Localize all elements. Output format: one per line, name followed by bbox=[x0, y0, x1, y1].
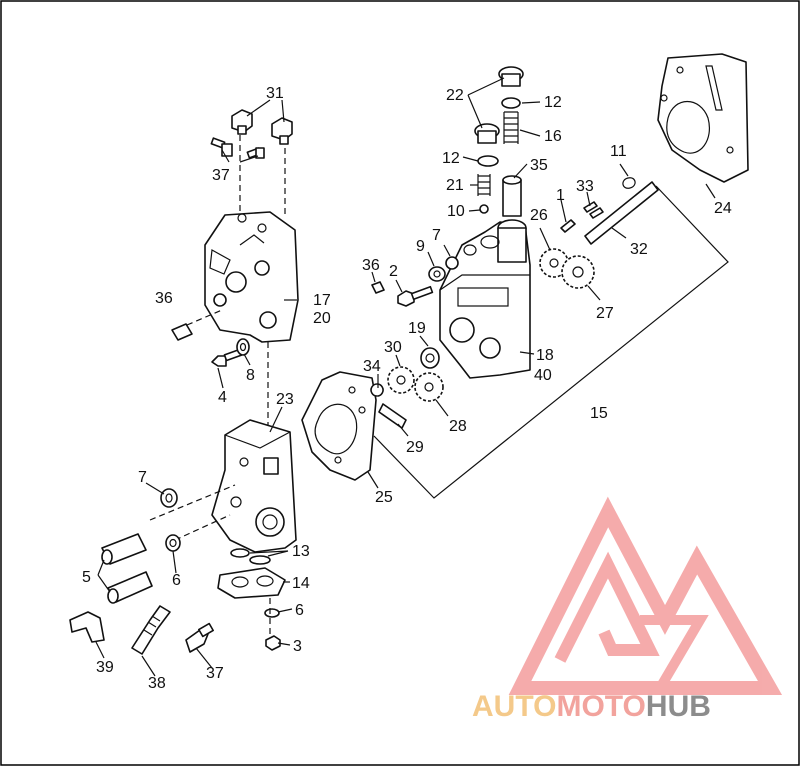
seal-19 bbox=[420, 347, 440, 369]
caps-22 bbox=[474, 66, 524, 144]
callout-26: 26 bbox=[530, 207, 548, 224]
elbow-39 bbox=[69, 611, 105, 643]
logo-inner-stroke bbox=[554, 551, 660, 663]
ball-10 bbox=[479, 204, 489, 214]
callout-3: 3 bbox=[293, 638, 302, 655]
o-rings-12 bbox=[477, 97, 521, 167]
callout-23: 23 bbox=[276, 391, 294, 408]
watermark-word-hub: HUB bbox=[646, 690, 711, 723]
callout-14: 14 bbox=[292, 575, 310, 592]
callout-37: 37 bbox=[212, 167, 230, 184]
watermark-word-auto: AUTO bbox=[472, 690, 556, 723]
callout-8: 8 bbox=[246, 367, 255, 384]
callout-19: 19 bbox=[408, 320, 426, 337]
callout-7-right: 7 bbox=[432, 227, 441, 244]
gear-30 bbox=[387, 366, 415, 394]
callout-25: 25 bbox=[375, 489, 393, 506]
callout-10: 10 bbox=[447, 203, 465, 220]
cap-screws-5 bbox=[101, 533, 153, 604]
callout-labels: 31 37 36 17 20 8 4 23 7 5 6 13 14 6 3 39… bbox=[82, 85, 732, 692]
callout-21: 21 bbox=[446, 177, 464, 194]
callout-28: 28 bbox=[449, 418, 467, 435]
gear-28 bbox=[414, 372, 444, 402]
washer-8 bbox=[236, 338, 250, 356]
plug-36-right bbox=[371, 281, 385, 294]
pump-body-18-40 bbox=[439, 219, 531, 379]
callout-35: 35 bbox=[530, 157, 548, 174]
callout-36-right: 36 bbox=[362, 257, 380, 274]
callout-2: 2 bbox=[389, 263, 398, 280]
keys-33 bbox=[583, 201, 604, 219]
callout-29: 29 bbox=[406, 439, 424, 456]
callout-5: 5 bbox=[82, 569, 91, 586]
sleeve-35 bbox=[502, 175, 522, 217]
callout-40: 40 bbox=[534, 367, 552, 384]
callout-34: 34 bbox=[363, 358, 381, 375]
watermark-text: AUTOMOTOHUB bbox=[472, 690, 711, 723]
key-34 bbox=[370, 383, 384, 397]
callout-38: 38 bbox=[148, 675, 166, 692]
callout-18: 18 bbox=[536, 347, 554, 364]
shaft-32 bbox=[584, 181, 659, 245]
callout-13: 13 bbox=[292, 543, 310, 560]
clip-11 bbox=[622, 177, 636, 189]
callout-11: 11 bbox=[610, 143, 627, 160]
callout-17: 17 bbox=[313, 292, 331, 309]
logo-triangle-mark bbox=[508, 496, 783, 695]
watermark-word-moto: MOTO bbox=[556, 690, 645, 723]
callout-27: 27 bbox=[596, 305, 614, 322]
callout-22: 22 bbox=[446, 87, 464, 104]
washer-7-left bbox=[160, 488, 178, 508]
callout-32: 32 bbox=[630, 241, 648, 258]
callout-39: 39 bbox=[96, 659, 114, 676]
callout-16: 16 bbox=[544, 128, 562, 145]
callout-6-lower: 6 bbox=[295, 602, 304, 619]
callout-9: 9 bbox=[416, 238, 425, 255]
screw-3 bbox=[265, 635, 281, 651]
callout-7: 7 bbox=[138, 469, 147, 486]
cover-housing-17-20 bbox=[204, 211, 299, 343]
callout-20: 20 bbox=[313, 310, 331, 327]
callout-12: 12 bbox=[544, 94, 562, 111]
o-rings-13 bbox=[230, 548, 271, 565]
callout-6: 6 bbox=[172, 572, 181, 589]
callout-31: 31 bbox=[266, 85, 284, 102]
callout-37-lower: 37 bbox=[206, 665, 224, 682]
callout-15: 15 bbox=[590, 405, 608, 422]
hose-fitting-38 bbox=[131, 605, 171, 655]
small-fittings-37 bbox=[210, 137, 265, 159]
gasket-25 bbox=[301, 371, 377, 481]
gasket-24 bbox=[657, 53, 749, 183]
plug-36-left bbox=[171, 323, 193, 341]
bolt-2 bbox=[397, 285, 434, 307]
callout-1: 1 bbox=[556, 187, 565, 204]
callout-33: 33 bbox=[576, 178, 594, 195]
callout-4: 4 bbox=[218, 389, 227, 406]
washer-6-lower bbox=[264, 608, 280, 618]
watermark-logo bbox=[508, 496, 783, 695]
callout-24: 24 bbox=[714, 200, 732, 217]
flange-14 bbox=[217, 567, 286, 599]
washer-7-right bbox=[445, 256, 459, 270]
logo-inner-stroke-2 bbox=[640, 615, 709, 691]
assembly-15-bracket bbox=[373, 185, 729, 499]
callout-36: 36 bbox=[155, 290, 173, 307]
callout-30: 30 bbox=[384, 339, 402, 356]
gear-27 bbox=[561, 255, 595, 289]
washer-9 bbox=[428, 266, 446, 282]
leader-lines bbox=[95, 77, 716, 677]
elbow-fitting-pair bbox=[231, 109, 293, 145]
washer-6-left bbox=[165, 534, 181, 552]
pump-body-23 bbox=[211, 419, 297, 553]
callout-12-lower: 12 bbox=[442, 150, 460, 167]
key-1 bbox=[560, 219, 576, 233]
spring-16 bbox=[503, 111, 519, 144]
fitting-37-lower bbox=[185, 622, 214, 653]
